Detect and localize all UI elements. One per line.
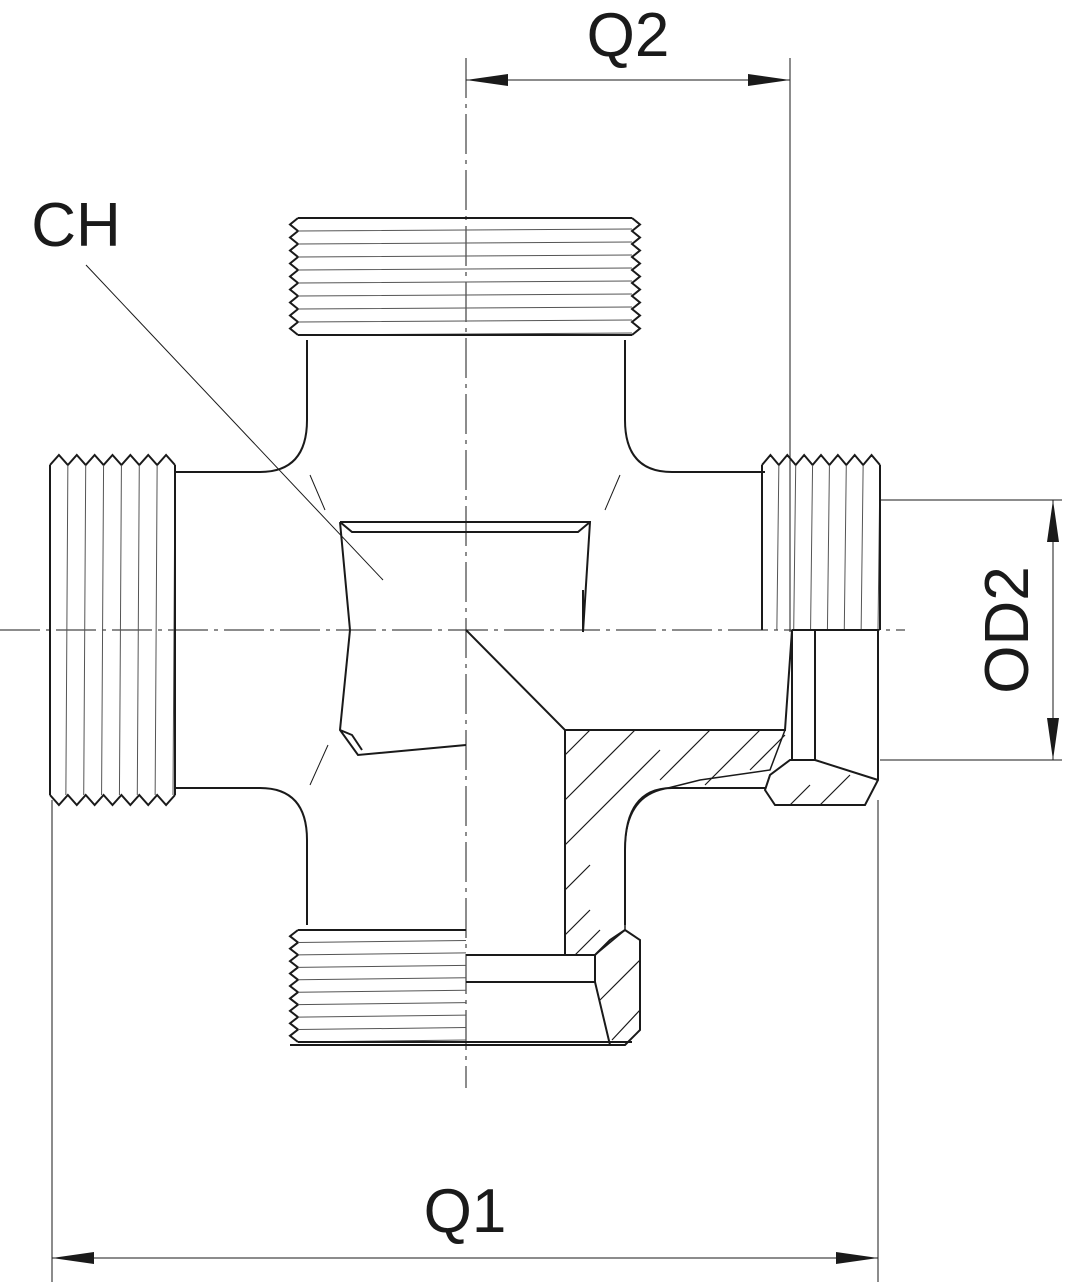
right-thread-top-edge (761, 453, 881, 467)
right-thread-crests (776, 464, 881, 631)
hex-flat-outline (338, 521, 592, 757)
left-thread-crests (65, 464, 176, 796)
q2-label: Q2 (587, 1, 670, 70)
left-thread-ends (49, 465, 176, 795)
thread-group (49, 217, 881, 1043)
ch-leader-line (85, 264, 384, 581)
body-outline-upper (175, 340, 765, 473)
section-boundary (564, 729, 787, 956)
od2-label: OD2 (973, 566, 1042, 693)
q1-label: Q1 (424, 1177, 507, 1246)
bottom-thread-left-edge (288, 929, 300, 1043)
right-thread-ends (761, 465, 881, 630)
chamfer-mark (604, 474, 621, 511)
top-thread-crests (297, 228, 633, 336)
section-outline (290, 629, 879, 1046)
top-thread-left-edge (288, 217, 300, 336)
ch-label: CH (31, 191, 121, 260)
bottom-thread-crests (297, 939, 467, 1043)
bottom-thread-ends (298, 929, 632, 1043)
section-hatch (564, 729, 851, 1041)
chamfer-mark (309, 474, 326, 511)
left-thread-bottom-edge (49, 793, 176, 807)
top-thread-right-edge (630, 217, 642, 336)
top-thread-ends (298, 217, 632, 336)
left-thread-top-edge (49, 453, 176, 467)
body-outline-lower (175, 787, 765, 925)
chamfer-mark (309, 744, 329, 786)
